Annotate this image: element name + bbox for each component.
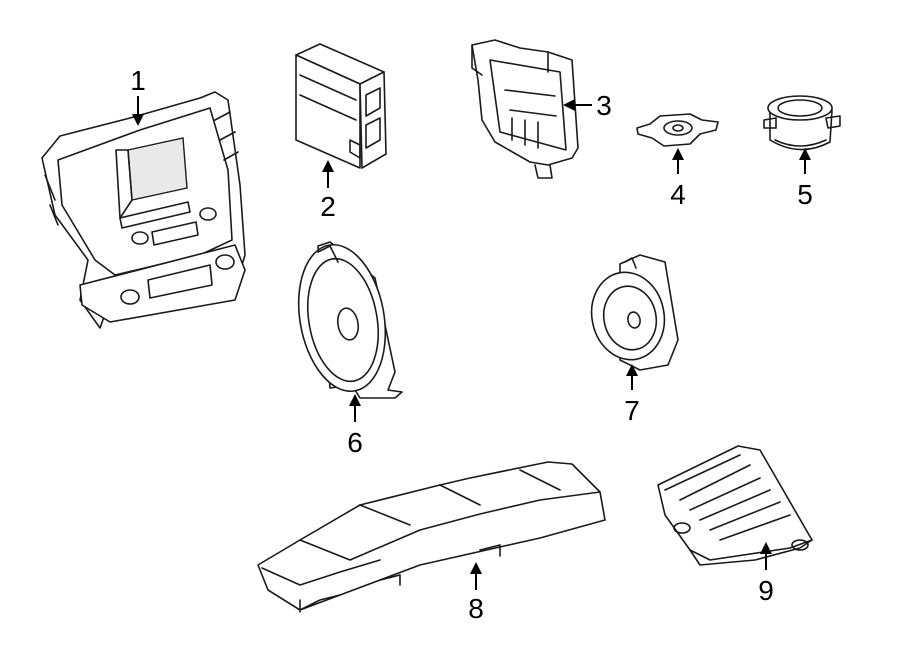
part-7-tweeter (590, 254, 679, 371)
callout-8: 8 (468, 593, 484, 624)
callout-3: 3 (596, 90, 612, 121)
callout-4: 4 (670, 179, 686, 210)
callout-arrows (132, 96, 811, 590)
callout-5: 5 (797, 179, 813, 210)
part-1-radio-bezel (41, 91, 246, 329)
callout-1: 1 (130, 65, 146, 96)
part-5-grommet (763, 95, 841, 151)
part-4-clip (636, 113, 719, 147)
callout-7: 7 (624, 395, 640, 426)
callout-9: 9 (758, 575, 774, 606)
part-8-enclosure (257, 461, 606, 613)
callout-6: 6 (347, 427, 363, 458)
part-9-amplifier (657, 445, 813, 566)
part-3-bracket (471, 39, 579, 179)
part-6-speaker (297, 241, 403, 399)
part-2-module (295, 43, 387, 169)
callout-2: 2 (320, 191, 336, 222)
